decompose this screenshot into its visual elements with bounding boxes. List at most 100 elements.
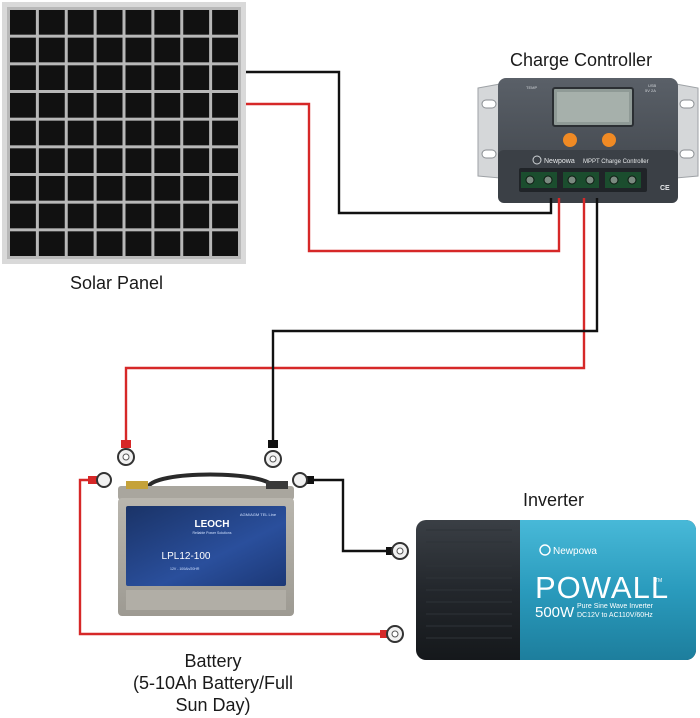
solar-cell bbox=[96, 148, 123, 173]
solar-cell bbox=[154, 65, 181, 90]
solar-cell bbox=[67, 231, 94, 256]
solar-cell bbox=[125, 37, 152, 63]
battery-label-line3: Sun Day) bbox=[175, 695, 251, 715]
solar-cell bbox=[38, 10, 65, 35]
solar-cell bbox=[154, 231, 181, 256]
ring-terminal-inverter-black bbox=[386, 542, 409, 560]
solar-cell bbox=[183, 120, 210, 146]
solar-cell bbox=[183, 93, 210, 118]
solar-cell bbox=[96, 120, 123, 146]
solar-cell bbox=[154, 176, 181, 201]
controller-model: MPPT Charge Controller bbox=[583, 159, 649, 165]
battery-series: AGM/AGM TEL Line bbox=[240, 512, 277, 517]
battery-label: Battery (5-10Ah Battery/Full Sun Day) bbox=[118, 650, 308, 716]
solar-cell bbox=[154, 10, 181, 35]
inverter-brand: Newpowa bbox=[553, 546, 597, 557]
solar-cell bbox=[96, 176, 123, 201]
solar-cell bbox=[183, 37, 210, 63]
inverter: Newpowa POWALL TM 500W Pure Sine Wave In… bbox=[416, 520, 696, 660]
solar-cell bbox=[10, 120, 36, 146]
wire-battery-negative-to-controller bbox=[271, 198, 599, 445]
solar-cell bbox=[183, 231, 210, 256]
inverter-trademark: TM bbox=[655, 578, 662, 584]
solar-cell bbox=[38, 65, 65, 90]
solar-cell bbox=[38, 231, 65, 256]
battery-label-line1: Battery bbox=[184, 651, 242, 671]
charge-controller: Newpowa MPPT Charge Controller TEMP USB … bbox=[477, 78, 699, 203]
inverter-wattage: 500W bbox=[535, 604, 575, 621]
controller-button-left bbox=[563, 133, 577, 147]
solar-cell bbox=[212, 10, 238, 35]
solar-cell bbox=[125, 176, 152, 201]
solar-cell bbox=[183, 176, 210, 201]
solar-panel bbox=[2, 2, 246, 264]
solar-cell bbox=[10, 203, 36, 229]
solar-cells bbox=[10, 10, 238, 256]
solar-cell bbox=[10, 148, 36, 173]
ring-terminal-controller-black bbox=[264, 440, 282, 468]
controller-ce-mark: CE bbox=[660, 185, 670, 192]
solar-cell bbox=[38, 37, 65, 63]
solar-cell bbox=[10, 93, 36, 118]
solar-cell bbox=[38, 93, 65, 118]
ring-terminal-inverter-red bbox=[380, 625, 404, 643]
solar-cell bbox=[96, 65, 123, 90]
solar-cell bbox=[154, 203, 181, 229]
solar-cell bbox=[154, 93, 181, 118]
solar-cell bbox=[125, 65, 152, 90]
solar-cell bbox=[10, 65, 36, 90]
solar-cell bbox=[96, 231, 123, 256]
inverter-description-line2: DC12V to AC110V/60Hz bbox=[577, 612, 653, 619]
solar-cell bbox=[67, 176, 94, 201]
battery-model: LPL12-100 bbox=[162, 551, 211, 562]
solar-cell bbox=[183, 203, 210, 229]
solar-cell bbox=[38, 148, 65, 173]
solar-cell bbox=[96, 203, 123, 229]
battery-brand: LEOCH bbox=[195, 519, 230, 530]
solar-cell bbox=[67, 120, 94, 146]
solar-cell bbox=[212, 37, 238, 63]
solar-cell bbox=[67, 37, 94, 63]
solar-cell bbox=[154, 37, 181, 63]
solar-cell bbox=[67, 65, 94, 90]
wire-battery-negative-to-inverter bbox=[308, 478, 392, 553]
solar-cell bbox=[125, 203, 152, 229]
solar-cell bbox=[154, 120, 181, 146]
solar-cell bbox=[67, 10, 94, 35]
solar-cell bbox=[183, 148, 210, 173]
battery-spec: 12V - 100Ah/20HR bbox=[170, 567, 200, 571]
solar-cell bbox=[212, 120, 238, 146]
solar-cell bbox=[212, 148, 238, 173]
solar-cell bbox=[38, 203, 65, 229]
solar-cell bbox=[125, 120, 152, 146]
battery-label-line2: (5-10Ah Battery/Full bbox=[132, 673, 294, 693]
controller-terminal-block bbox=[521, 172, 641, 188]
solar-cell bbox=[67, 148, 94, 173]
solar-cell bbox=[183, 65, 210, 90]
wire-panel-positive bbox=[246, 102, 561, 253]
solar-cell bbox=[67, 93, 94, 118]
solar-cell bbox=[125, 148, 152, 173]
solar-cell bbox=[10, 231, 36, 256]
solar-cell bbox=[125, 10, 152, 35]
battery-terminal-lug-right bbox=[292, 472, 314, 488]
wire-battery-positive-to-controller bbox=[124, 198, 586, 445]
solar-cell bbox=[125, 231, 152, 256]
solar-cell bbox=[96, 37, 123, 63]
inverter-label: Inverter bbox=[523, 490, 585, 510]
solar-cell bbox=[183, 10, 210, 35]
solar-cell bbox=[125, 93, 152, 118]
solar-cell bbox=[154, 148, 181, 173]
battery-terminal-lug-left bbox=[88, 472, 112, 488]
battery-tagline: Reliable Power Solutions bbox=[193, 531, 232, 535]
solar-cell bbox=[10, 37, 36, 63]
solar-cell bbox=[10, 176, 36, 201]
solar-cell bbox=[212, 65, 238, 90]
solar-cell bbox=[212, 203, 238, 229]
controller-brand: Newpowa bbox=[544, 158, 575, 165]
battery: LEOCH Reliable Power Solutions AGM/AGM T… bbox=[118, 472, 294, 616]
wire-panel-negative bbox=[246, 70, 553, 215]
controller-usb-spec: 5V 2A bbox=[645, 88, 656, 93]
inverter-product: POWALL bbox=[535, 570, 669, 605]
